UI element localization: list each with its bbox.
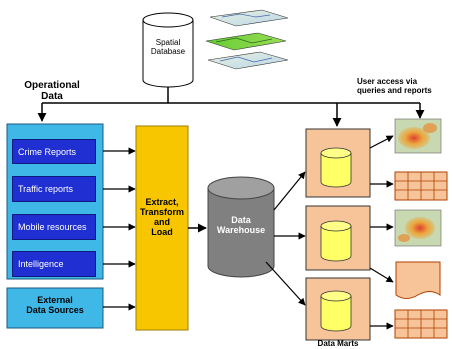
user-access-label-line2: queries and reports [357, 85, 432, 95]
spatial-database-label: Spatial Database [143, 38, 193, 57]
etl-box [135, 125, 189, 331]
spatial-database-label-line1: Spatial [155, 38, 181, 47]
data-mart-3 [305, 277, 371, 341]
user-access-label: User access via queries and reports [357, 77, 453, 96]
data-warehouse-label-line2: Warehouse [216, 224, 266, 235]
data-warehouse-label: Data Warehouse [208, 215, 274, 236]
operational-data-heading: Operational Data [12, 80, 92, 102]
spatial-database-cylinder [142, 12, 194, 88]
source-intelligence: Intelligence [12, 251, 96, 277]
source-crime-reports: Crime Reports [12, 139, 96, 164]
heat-map-icon-1 [394, 118, 442, 154]
map-layers-icon [205, 9, 289, 70]
report-document-icon [395, 261, 441, 299]
etl-label-line1: Extract, [145, 197, 179, 207]
data-marts-label: Data Marts [317, 339, 359, 348]
etl-label-line2: Transform [139, 206, 184, 217]
operational-data-heading-line2: Data [41, 91, 63, 102]
source-traffic-reports: Traffic reports [12, 176, 96, 202]
mart2-to-document-arrow [369, 267, 394, 283]
report-table-icon-1 [394, 171, 448, 201]
operational-data-heading-line1: Operational [24, 80, 80, 91]
data-mart-1 [305, 128, 371, 198]
etl-label-line4: Load [151, 226, 173, 237]
data-warehouse-label-line1: Data [231, 215, 251, 225]
external-data-sources-label: External Data Sources [7, 295, 103, 316]
user-access-label-line1: User access via [357, 77, 418, 86]
source-mobile-resources: Mobile resources [12, 214, 96, 240]
report-table-icon-2 [394, 309, 448, 339]
data-mart-2 [305, 205, 371, 271]
mart1-to-map-arrow [369, 135, 394, 149]
etl-label-line3: and [153, 216, 170, 227]
etl-label: Extract, Transform and Load [136, 197, 188, 238]
spatial-database-label-line2: Database [150, 46, 186, 56]
external-data-sources-line1: External [37, 295, 73, 305]
external-data-panel [6, 287, 104, 329]
warehouse-to-mart3-arrow [265, 261, 306, 306]
external-data-sources-line2: Data Sources [26, 304, 84, 315]
warehouse-to-mart1-arrow [273, 171, 306, 211]
heat-map-icon-2 [394, 209, 442, 247]
